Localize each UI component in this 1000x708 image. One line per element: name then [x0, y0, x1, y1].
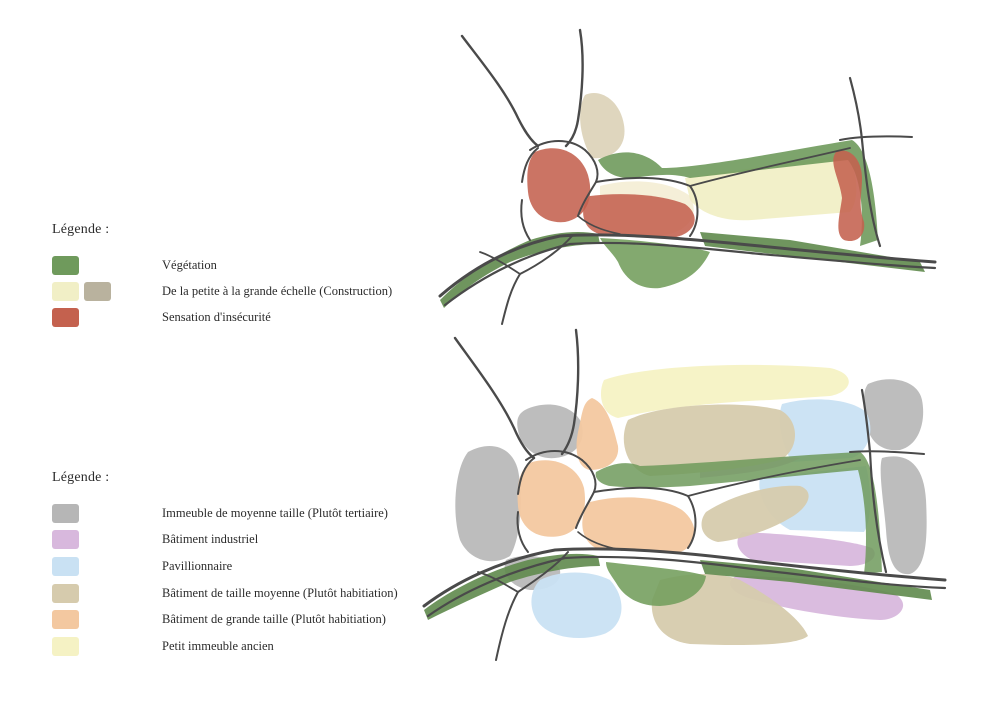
road-network-bottom — [422, 328, 947, 661]
zone-medium-housing — [701, 485, 809, 542]
zone-industrial — [737, 532, 875, 566]
zone-office-building — [864, 379, 924, 451]
legend-label: De la petite à la grande échelle (Constr… — [162, 283, 393, 298]
legend-bottom: Légende : Immeuble de moyenne taille (Pl… — [52, 470, 398, 660]
zone-large-housing — [576, 398, 619, 470]
zone-insecurity — [833, 150, 865, 242]
zone-construction — [580, 93, 625, 159]
legend-label: Bâtiment de taille moyenne (Plutôt habit… — [162, 585, 398, 600]
legend-item-insecurity: Sensation d'insécurité — [52, 304, 392, 330]
zone-old-building — [600, 364, 849, 418]
zone-insecurity — [527, 148, 591, 223]
legend-label: Bâtiment de grande taille (Plutôt habiti… — [162, 612, 386, 627]
legend-label: Petit immeuble ancien — [162, 638, 274, 653]
legend-item-old-building: Petit immeuble ancien — [52, 633, 398, 660]
map-bottom — [422, 328, 947, 661]
road-network-top — [438, 28, 937, 325]
zone-vegetation — [595, 452, 882, 574]
legend-swatch — [52, 610, 79, 630]
legend-swatch — [52, 530, 79, 550]
legend-item-vegetation: Végétation — [52, 252, 392, 278]
zone-vegetation — [424, 553, 600, 620]
zone-vegetation — [598, 140, 878, 246]
legend-swatch — [52, 583, 79, 603]
legend-top: Légende : Végétation De la petite à la g… — [52, 222, 392, 330]
zone-houses — [531, 572, 622, 638]
legend-item-office-building: Immeuble de moyenne taille (Plutôt terti… — [52, 500, 398, 527]
zone-vegetation — [600, 238, 710, 289]
legend-swatch — [52, 255, 79, 275]
legend-swatch — [52, 503, 79, 523]
zone-office-building — [880, 456, 927, 575]
legend-label: Sensation d'insécurité — [162, 309, 271, 324]
legend-swatch — [52, 307, 79, 327]
zone-vegetation — [606, 562, 706, 606]
legend-swatch — [84, 281, 111, 301]
zone-houses — [779, 399, 871, 462]
legend-label: Bâtiment industriel — [162, 532, 259, 547]
legend-title: Légende : — [52, 470, 110, 485]
legend-item-large-housing: Bâtiment de grande taille (Plutôt habiti… — [52, 606, 398, 633]
legend-item-medium-housing: Bâtiment de taille moyenne (Plutôt habit… — [52, 580, 398, 607]
legend-title: Légende : — [52, 222, 110, 237]
legend-swatch — [52, 556, 79, 576]
legend-item-industrial: Bâtiment industriel — [52, 527, 398, 554]
zone-large-housing — [517, 460, 585, 537]
legend-label: Végétation — [162, 257, 217, 272]
legend-item-construction: De la petite à la grande échelle (Constr… — [52, 278, 392, 304]
zone-medium-housing — [623, 404, 795, 476]
zone-construction — [685, 155, 857, 221]
legend-swatch — [52, 281, 79, 301]
legend-label: Pavillionnaire — [162, 558, 233, 573]
zone-large-housing — [582, 497, 695, 552]
zone-office-building — [455, 446, 521, 562]
legend-swatch — [52, 636, 79, 656]
zone-insecurity — [583, 194, 695, 238]
legend-item-houses: Pavillionnaire — [52, 553, 398, 580]
map-top — [438, 28, 937, 325]
legend-label: Immeuble de moyenne taille (Plutôt terti… — [162, 505, 388, 520]
